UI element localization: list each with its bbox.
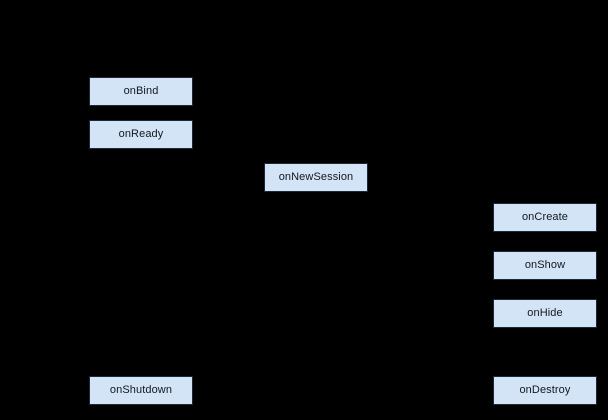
node-label-on-bind: onBind [123, 85, 159, 97]
node-on-shutdown[interactable]: onShutdown [89, 376, 193, 405]
node-on-new-session[interactable]: onNewSession [264, 163, 368, 192]
node-on-create[interactable]: onCreate [493, 203, 597, 232]
node-on-show[interactable]: onShow [493, 251, 597, 280]
node-label-on-show: onShow [524, 259, 566, 271]
node-on-ready[interactable]: onReady [89, 120, 193, 149]
node-label-on-ready: onReady [118, 128, 164, 140]
node-label-on-shutdown: onShutdown [109, 384, 173, 396]
node-label-on-create: onCreate [521, 211, 569, 223]
node-on-bind[interactable]: onBind [89, 77, 193, 106]
node-on-destroy[interactable]: onDestroy [493, 376, 597, 405]
node-label-on-new-session: onNewSession [278, 171, 354, 183]
node-on-hide[interactable]: onHide [493, 299, 597, 328]
node-label-on-hide: onHide [527, 307, 563, 319]
node-label-on-destroy: onDestroy [519, 384, 571, 396]
